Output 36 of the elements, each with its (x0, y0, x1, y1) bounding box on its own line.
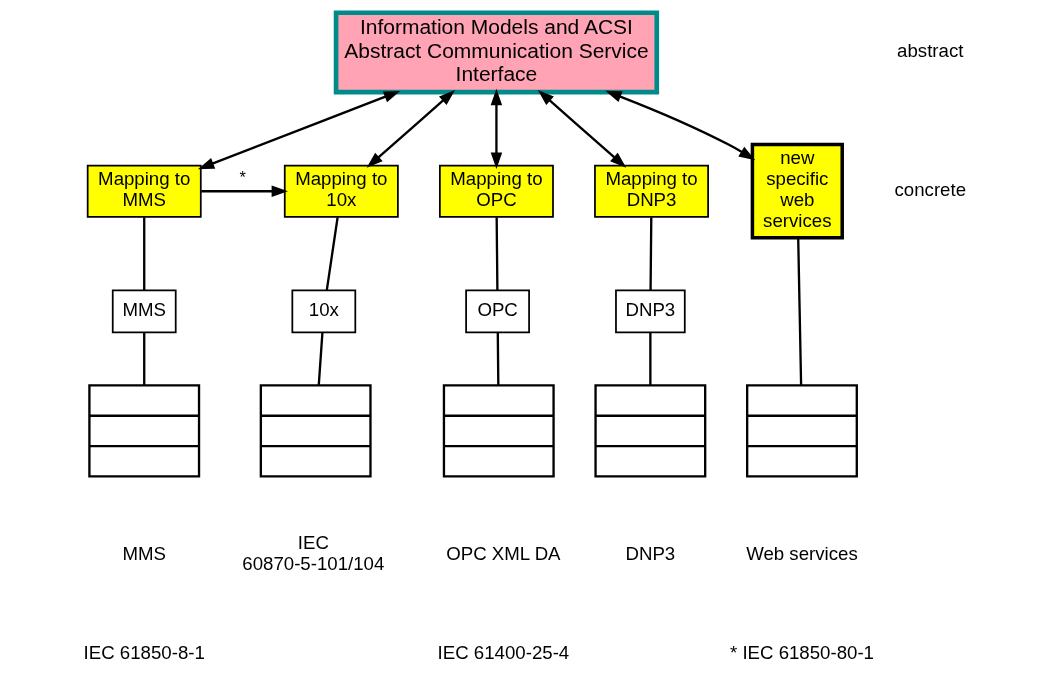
node-box: Mapping to 10x (283, 164, 399, 218)
node-box: OPC (465, 289, 530, 334)
arrow (605, 90, 756, 161)
node-box: Mapping to DNP3 (594, 164, 709, 218)
node-box: MMS (111, 289, 177, 334)
node-box: new specific web services (750, 142, 844, 240)
label: IEC 60870-5-101/104 (242, 532, 385, 575)
connector (325, 217, 339, 291)
arrow (201, 185, 288, 197)
connector (649, 332, 652, 386)
connector (797, 238, 803, 386)
label: Web services (746, 542, 858, 564)
arrow (366, 90, 456, 168)
arrow (537, 90, 627, 168)
arrow (490, 88, 503, 169)
connector (649, 217, 653, 291)
label: IEC 61850-8-1 (83, 641, 205, 663)
connector (495, 217, 499, 291)
label: * IEC 61850-80-1 (729, 641, 875, 663)
label: OPC XML DA (446, 542, 561, 564)
node-box: DNP3 (615, 289, 686, 334)
label: concrete (894, 178, 967, 200)
arrow (197, 90, 401, 170)
node-box: Information Models and ACSI Abstract Communication Service Interface (333, 10, 660, 95)
label: IEC 61400-25-4 (437, 641, 570, 663)
node-box: Mapping to OPC (439, 164, 554, 218)
connector (317, 332, 324, 386)
label: DNP3 (625, 542, 676, 564)
connector (143, 332, 146, 386)
node-box: Mapping to MMS (86, 164, 202, 218)
node-box: 10x (291, 289, 357, 334)
connector (496, 332, 500, 386)
connector (143, 217, 146, 291)
label: abstract (897, 39, 964, 61)
edge-label: * (239, 168, 246, 187)
label: MMS (122, 542, 166, 564)
